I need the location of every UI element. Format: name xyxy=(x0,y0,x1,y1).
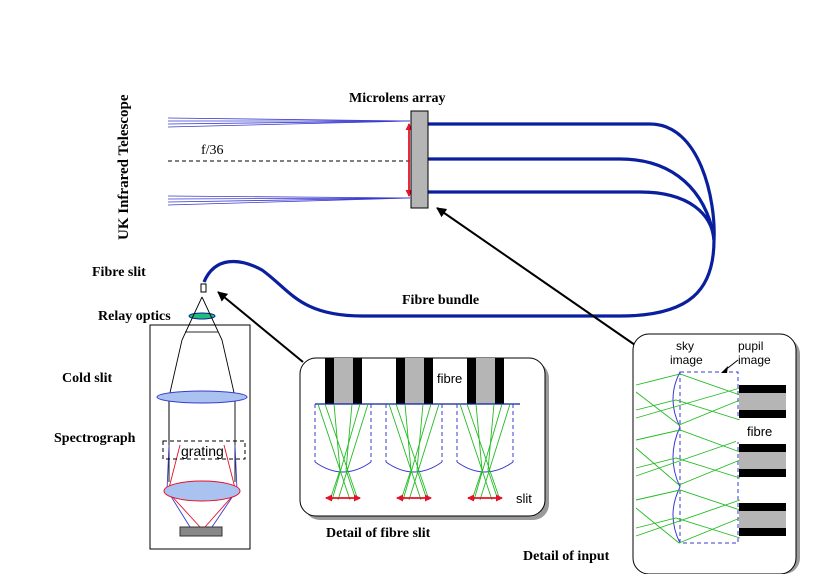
cold-slit-label: Cold slit xyxy=(62,371,113,386)
spectrograph-label: Spectrograph xyxy=(54,431,136,446)
sky-image-label-line2: image xyxy=(670,353,703,367)
grating-label: grating xyxy=(181,443,224,459)
fibre-slit-box xyxy=(200,283,207,293)
detail-fibre-slit-panel xyxy=(299,357,549,520)
telescope-beam xyxy=(167,117,413,206)
fibre-slit-label: Fibre slit xyxy=(92,265,146,280)
microlens-array-label: Microlens array xyxy=(349,91,446,106)
pupil-image-label-line1: pupil xyxy=(738,339,763,353)
detail-fibre-slit-caption: Detail of fibre slit xyxy=(326,526,431,541)
fibre-bundle-lines xyxy=(202,122,716,318)
focal-ratio-label: f/36 xyxy=(201,143,224,158)
detail-input-caption: Detail of input xyxy=(523,549,610,564)
input-detail-arrow xyxy=(436,207,636,346)
pupil-image-label-line2: image xyxy=(738,353,771,367)
upper-ray-bundle xyxy=(167,117,411,128)
spectrograph-box xyxy=(149,324,251,550)
detector xyxy=(179,526,223,537)
spectrograph xyxy=(149,296,251,550)
detail-fibre-slit-slit-label: slit xyxy=(516,491,532,506)
relay-optics-label: Relay optics xyxy=(98,309,171,324)
fibre-bundle-label: Fibre bundle xyxy=(402,293,479,308)
input-fibres xyxy=(739,385,786,536)
microlens-array-block xyxy=(410,110,429,209)
lower-ray-bundle xyxy=(167,195,411,206)
sky-image-label-line1: sky xyxy=(676,339,694,353)
detail-input-fibre-label: fibre xyxy=(747,424,772,439)
slit-fibres xyxy=(325,358,504,404)
camera-lens xyxy=(163,480,241,502)
detail-fibre-slit-fibre-label: fibre xyxy=(437,371,462,386)
collimator-lens xyxy=(156,390,248,404)
grating-box xyxy=(162,440,246,460)
relay-optics-lens xyxy=(188,312,216,320)
detail-input-panel xyxy=(632,333,800,574)
telescope-label: UK Infrared Telescope xyxy=(116,94,132,240)
slit-detail-arrow xyxy=(217,291,304,363)
